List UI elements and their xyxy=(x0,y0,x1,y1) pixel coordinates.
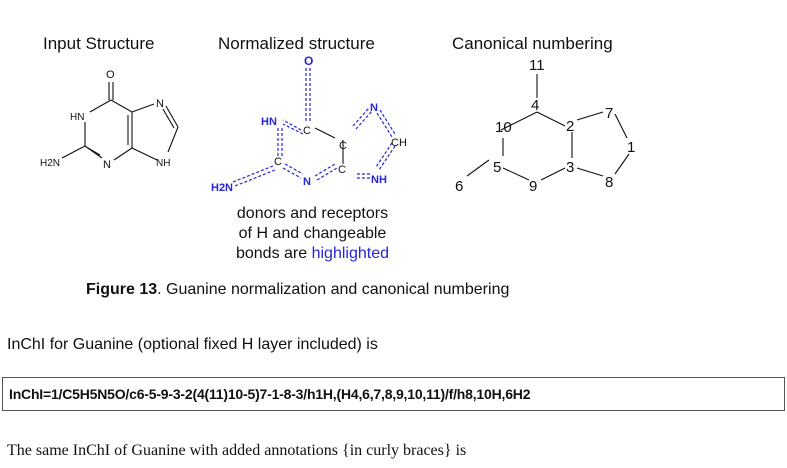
canonical-label-9: 9 xyxy=(529,178,537,195)
inchi-intro-text: InChI for Guanine (optional fixed H laye… xyxy=(7,336,378,353)
input-n7-label: N xyxy=(156,98,164,110)
canonical-label-6: 6 xyxy=(455,178,463,195)
normalized-caption-prefix: bonds are xyxy=(235,245,312,262)
highlighted-word: highlighted xyxy=(311,245,389,262)
normalized-c2-label: C xyxy=(274,156,282,168)
canonical-bonds xyxy=(466,74,630,181)
normalized-structure-title: Normalized structure xyxy=(218,34,375,53)
canonical-label-8: 8 xyxy=(605,174,613,191)
canonical-label-2: 2 xyxy=(566,118,574,135)
canonical-label-7: 7 xyxy=(605,105,613,122)
normalized-caption: donors and receptors of H and changeable… xyxy=(205,204,420,264)
canonical-label-4: 4 xyxy=(531,97,539,114)
normalized-caption-line-3: bonds are highlighted xyxy=(205,244,420,264)
input-structure-title: Input Structure xyxy=(43,34,155,53)
figure-caption-text: . Guanine normalization and canonical nu… xyxy=(157,281,510,298)
annotations-intro-text: The same InChI of Guanine with added ann… xyxy=(7,442,467,459)
figure-caption: Figure 13. Guanine normalization and can… xyxy=(86,281,509,299)
canonical-label-3: 3 xyxy=(566,159,574,176)
normalized-caption-line-1: donors and receptors xyxy=(236,205,389,222)
input-hn-label: HN xyxy=(70,112,84,123)
figure-caption-label: Figure 13 xyxy=(86,281,158,298)
normalized-changeable-bonds xyxy=(232,68,396,187)
canonical-label-1: 1 xyxy=(627,139,635,156)
normalized-amine-label: H2N xyxy=(211,182,233,192)
normalized-fixed-bonds xyxy=(314,127,344,164)
input-structure-bonds xyxy=(61,82,179,161)
canonical-label-11: 11 xyxy=(529,57,545,74)
input-amine-label: H2N xyxy=(40,158,60,169)
normalized-caption-line-2: of H and changeable xyxy=(238,225,387,242)
normalized-n7-label: N xyxy=(370,102,378,114)
normalized-oxygen-label: O xyxy=(304,54,313,68)
normalized-nh-label: NH xyxy=(371,174,387,186)
inchi-box: InChI=1/C5H5N5O/c6-5-9-3-2(4(11)10-5)7-1… xyxy=(2,377,785,411)
canonical-label-10: 10 xyxy=(495,119,512,136)
canonical-numbering-diagram: 11 4 10 2 7 1 5 3 6 9 8 xyxy=(455,57,635,195)
normalized-n3-label: N xyxy=(303,176,311,188)
normalized-c6-label: C xyxy=(303,125,311,137)
normalized-hn-label: HN xyxy=(261,116,277,128)
input-oxygen-label: O xyxy=(106,69,115,81)
normalized-c4-label: C xyxy=(338,164,346,176)
input-structure-diagram: O HN N H2N N NH xyxy=(40,69,179,171)
normalized-structure-diagram: O HN C C N CH C C N NH H2N xyxy=(211,54,407,192)
canonical-numbering-title: Canonical numbering xyxy=(452,34,613,53)
inchi-string: InChI=1/C5H5N5O/c6-5-9-3-2(4(11)10-5)7-1… xyxy=(9,386,531,402)
canonical-label-5: 5 xyxy=(493,159,501,176)
normalized-c5-label: C xyxy=(339,140,347,152)
normalized-ch-label: CH xyxy=(391,137,407,149)
input-nh-label: NH xyxy=(156,158,170,169)
input-n3-label: N xyxy=(103,159,111,171)
